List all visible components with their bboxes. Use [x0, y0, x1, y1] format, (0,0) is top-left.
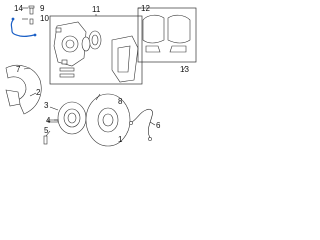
- wheel-stud: [47, 119, 59, 123]
- guide-pin-lower: [59, 73, 75, 78]
- bleeder-cap: [29, 18, 34, 25]
- hub-bolt: [43, 135, 48, 145]
- callout-3: 3: [44, 101, 49, 110]
- guide-pin-upper: [59, 67, 75, 72]
- caliper-bracket: [111, 35, 139, 83]
- callout-10: 10: [40, 14, 49, 23]
- callout-12: 12: [141, 4, 150, 13]
- pad-clip-lower: [169, 45, 187, 53]
- sensor-bracket: [5, 89, 21, 107]
- callout-4: 4: [46, 116, 51, 125]
- wheel-speed-sensor: [129, 108, 153, 141]
- callout-1: 1: [118, 135, 123, 144]
- brake-hose-highlighted[interactable]: [10, 17, 37, 38]
- brake-pads-box: [137, 7, 197, 63]
- pad-clip-upper: [145, 45, 161, 53]
- callout-13: 13: [180, 65, 189, 74]
- callout-11: 11: [92, 5, 101, 14]
- hub-bearing: [57, 101, 87, 135]
- callout-6: 6: [156, 121, 161, 130]
- brake-parts-diagram: 14 9 10 11 12 13 7 2 3 4 5 8 1 6: [5, 4, 197, 147]
- brake-pad-left: [142, 14, 165, 44]
- brake-pad-right: [167, 14, 191, 44]
- brake-disc: [85, 93, 131, 147]
- callout-2: 2: [36, 88, 41, 97]
- caliper-body: [53, 21, 87, 67]
- callout-7: 7: [16, 65, 21, 74]
- callout-14: 14: [14, 4, 23, 13]
- callout-5: 5: [44, 126, 49, 135]
- caliper-piston: [88, 30, 102, 50]
- callout-9: 9: [40, 4, 45, 13]
- callout-8: 8: [118, 97, 123, 106]
- bleeder-screw: [28, 5, 35, 15]
- piston-seal: [81, 36, 91, 52]
